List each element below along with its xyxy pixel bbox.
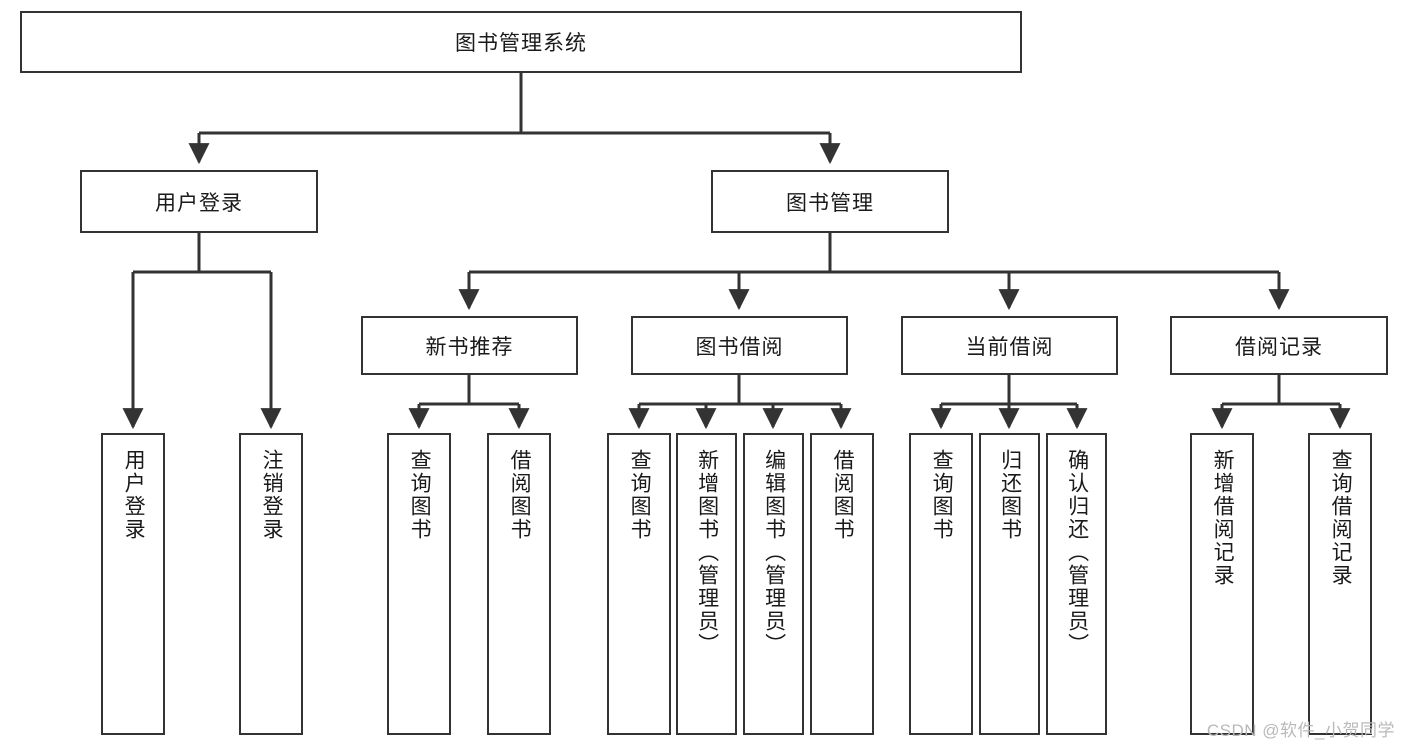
node-leaf-borrow-add-label: 新增图书（管理员） bbox=[695, 449, 719, 656]
node-book-manage-label: 图书管理 bbox=[786, 191, 874, 215]
node-user-login-label: 用户登录 bbox=[155, 191, 243, 215]
node-leaf-borrow-do-label: 借阅图书 bbox=[831, 449, 855, 541]
node-current-borrow-label: 当前借阅 bbox=[965, 335, 1054, 359]
node-leaf-new-book-query-label: 查询图书 bbox=[408, 449, 432, 541]
node-leaf-current-query[interactable]: 查询图书 bbox=[909, 433, 973, 735]
node-new-book-label: 新书推荐 bbox=[425, 335, 514, 359]
node-book-manage[interactable]: 图书管理 bbox=[711, 170, 949, 233]
node-leaf-new-book-borrow[interactable]: 借阅图书 bbox=[487, 433, 551, 735]
node-leaf-record-query[interactable]: 查询借阅记录 bbox=[1308, 433, 1372, 735]
node-borrow-book-label: 图书借阅 bbox=[695, 335, 784, 359]
node-leaf-borrow-edit-label: 编辑图书（管理员） bbox=[762, 449, 786, 656]
node-leaf-record-query-label: 查询借阅记录 bbox=[1329, 449, 1353, 587]
node-leaf-new-book-query[interactable]: 查询图书 bbox=[387, 433, 451, 735]
node-leaf-user-login-label: 用户登录 bbox=[122, 449, 146, 541]
node-leaf-current-return[interactable]: 归还图书 bbox=[979, 433, 1040, 735]
node-leaf-borrow-query[interactable]: 查询图书 bbox=[607, 433, 671, 735]
node-leaf-current-return-label: 归还图书 bbox=[998, 449, 1022, 541]
node-leaf-borrow-do[interactable]: 借阅图书 bbox=[810, 433, 874, 735]
node-leaf-record-add[interactable]: 新增借阅记录 bbox=[1190, 433, 1254, 735]
node-root[interactable]: 图书管理系统 bbox=[20, 11, 1022, 73]
node-leaf-borrow-edit[interactable]: 编辑图书（管理员） bbox=[743, 433, 804, 735]
node-leaf-current-confirm[interactable]: 确认归还（管理员） bbox=[1046, 433, 1107, 735]
node-leaf-borrow-add[interactable]: 新增图书（管理员） bbox=[676, 433, 737, 735]
node-current-borrow[interactable]: 当前借阅 bbox=[901, 316, 1118, 375]
node-user-login[interactable]: 用户登录 bbox=[80, 170, 318, 233]
watermark: CSDN @软件_小贺同学 bbox=[1206, 721, 1395, 740]
node-borrow-record-label: 借阅记录 bbox=[1235, 335, 1323, 359]
node-root-label: 图书管理系统 bbox=[455, 32, 587, 55]
node-borrow-record[interactable]: 借阅记录 bbox=[1170, 316, 1388, 375]
node-leaf-logout[interactable]: 注销登录 bbox=[239, 433, 303, 735]
node-new-book[interactable]: 新书推荐 bbox=[361, 316, 578, 375]
node-leaf-user-login[interactable]: 用户登录 bbox=[101, 433, 165, 735]
node-borrow-book[interactable]: 图书借阅 bbox=[631, 316, 848, 375]
node-leaf-logout-label: 注销登录 bbox=[260, 449, 284, 541]
node-leaf-current-query-label: 查询图书 bbox=[930, 449, 954, 541]
node-leaf-current-confirm-label: 确认归还（管理员） bbox=[1065, 449, 1089, 656]
node-leaf-borrow-query-label: 查询图书 bbox=[628, 449, 652, 541]
node-leaf-record-add-label: 新增借阅记录 bbox=[1211, 449, 1235, 587]
node-leaf-new-book-borrow-label: 借阅图书 bbox=[508, 449, 532, 541]
